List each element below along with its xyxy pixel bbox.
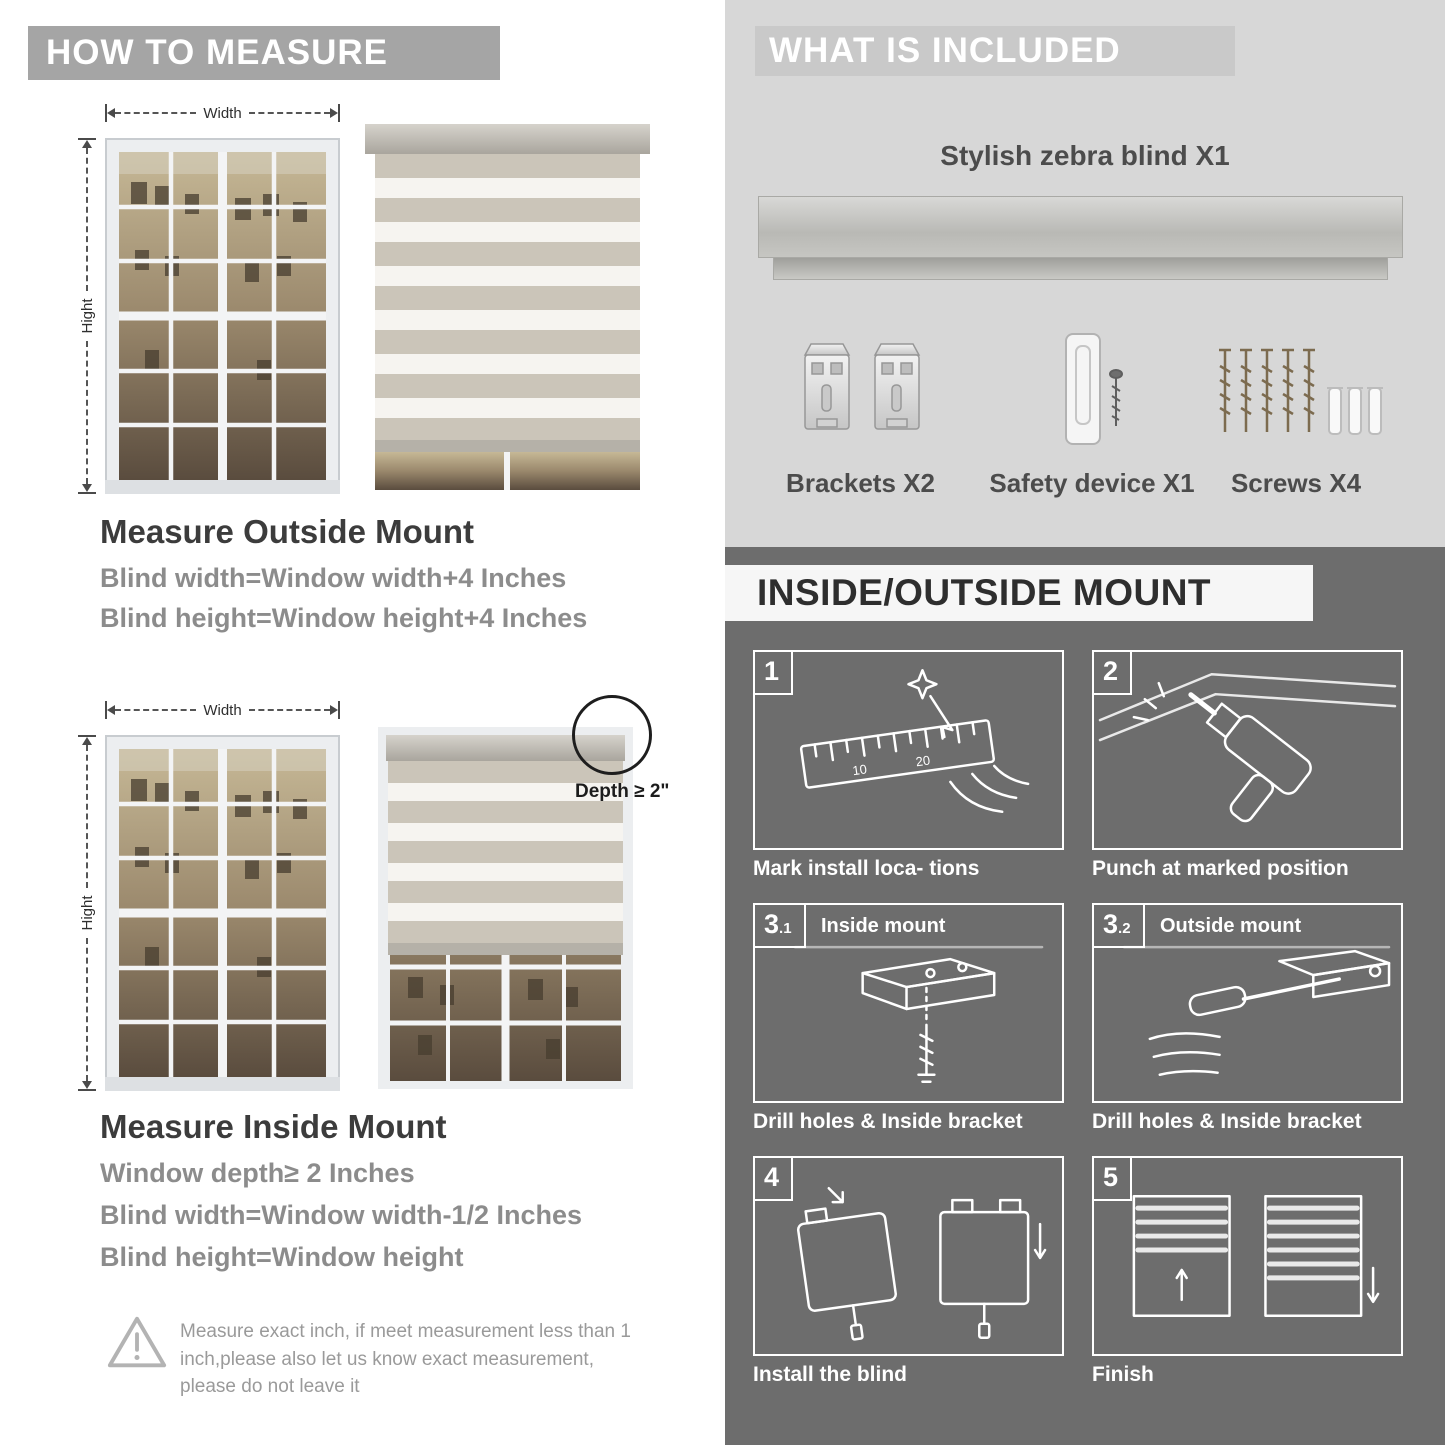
step-number: 3.2 — [1094, 905, 1145, 948]
steps-grid: 1 10 20 Mark install loc — [753, 650, 1403, 1387]
step-number: 1 — [755, 652, 794, 695]
step-1-panel: 1 10 20 — [753, 650, 1064, 850]
width-arrow: Width — [105, 104, 340, 122]
step-3-1-panel: 3.1 Inside mount — [753, 903, 1064, 1103]
arrow-right-icon — [82, 140, 92, 148]
step-2: 2 Punch at marked pos — [1092, 650, 1403, 881]
screws-icon — [1213, 340, 1385, 452]
step-number: 5 — [1094, 1158, 1133, 1201]
step-3-2-panel: 3.2 Outside mount — [1092, 903, 1403, 1103]
arrow-right-icon — [330, 108, 338, 118]
height-label: Hight — [78, 895, 96, 931]
step-3-1: 3.1 Inside mount — [753, 903, 1064, 1134]
inside-depth-line: Window depth≥ 2 Inches — [100, 1158, 415, 1188]
step-2-panel: 2 — [1092, 650, 1403, 850]
arrow-right-icon — [82, 737, 92, 745]
arrow-left-icon — [107, 108, 115, 118]
outside-formula-width: Blind width=Window width+4 Inches — [100, 563, 567, 593]
brackets-label: Brackets X2 — [786, 468, 935, 498]
install-blind-art — [796, 1186, 1047, 1341]
window-photo — [105, 735, 340, 1091]
inside-height-line: Blind height=Window height — [100, 1242, 464, 1272]
inside-width-line: Blind width=Window width-1/2 Inches — [100, 1200, 583, 1230]
step-3-2: 3.2 Outside mount Drill holes & Inside b… — [1092, 903, 1403, 1134]
safety-device-label: Safety device X1 — [989, 468, 1195, 498]
height-arrow: Hight — [78, 138, 96, 494]
outside-mount-title: Measure Outside Mount — [100, 513, 475, 550]
inside-mount-label: Inside mount — [821, 915, 946, 937]
what-is-included-banner: WHAT IS INCLUDED — [755, 26, 1235, 76]
step-caption: Finish — [1092, 1363, 1154, 1386]
step-caption: Drill holes & Inside bracket — [1092, 1110, 1362, 1133]
product-name: Stylish zebra blind X1 — [940, 140, 1230, 171]
outside-mount-label: Outside mount — [1160, 915, 1302, 937]
ruler-marking-art: 10 20 — [799, 669, 1030, 814]
svg-text:20: 20 — [915, 753, 931, 770]
step-number: 4 — [755, 1158, 794, 1201]
depth-label: Depth ≥ 2" — [575, 781, 670, 802]
window-diagram-outside: Width Hight — [75, 100, 340, 500]
warning-triangle-icon — [105, 1312, 169, 1372]
brackets-icon — [795, 338, 930, 440]
window-diagram-inside: Width Hight — [75, 697, 340, 1097]
inside-mount-title: Measure Inside Mount — [100, 1108, 447, 1145]
blind-image-outside — [365, 118, 650, 490]
outside-formula-height: Blind height=Window height+4 Inches — [100, 603, 588, 633]
height-label: Hight — [78, 298, 96, 334]
step-number: 2 — [1094, 652, 1133, 695]
width-label: Width — [203, 701, 242, 719]
finish-art — [1132, 1194, 1380, 1318]
depth-callout-circle — [572, 695, 652, 775]
headrail-image — [758, 196, 1403, 258]
screws-label: Screws X4 — [1230, 468, 1362, 498]
width-label: Width — [203, 104, 242, 122]
step-caption: Punch at marked position — [1092, 857, 1349, 880]
outside-bracket-art — [1122, 945, 1391, 1077]
safety-device-icon — [1058, 330, 1133, 452]
step-number: 3.1 — [755, 905, 806, 948]
arrow-right-icon — [330, 705, 338, 715]
step-1: 1 10 20 Mark install loc — [753, 650, 1064, 881]
inside-bracket-art — [793, 945, 1044, 1083]
step-caption: Mark install loca- tions — [753, 857, 980, 880]
how-to-measure-banner: HOW TO MEASURE — [28, 26, 500, 80]
width-arrow: Width — [105, 701, 340, 719]
arrow-left-icon — [82, 1081, 92, 1089]
step-4-panel: 4 — [753, 1156, 1064, 1356]
arrow-left-icon — [82, 484, 92, 492]
warning-text: Measure exact inch, if meet measurement … — [180, 1321, 631, 1398]
step-5: 5 — [1092, 1156, 1403, 1387]
window-photo — [105, 138, 340, 494]
step-4: 4 — [753, 1156, 1064, 1387]
step-caption: Drill holes & Inside bracket — [753, 1110, 1023, 1133]
mount-banner: INSIDE/OUTSIDE MOUNT — [725, 565, 1313, 621]
step-caption: Install the blind — [753, 1363, 908, 1386]
svg-text:10: 10 — [851, 761, 867, 778]
arrow-left-icon — [107, 705, 115, 715]
blind-image-inside — [378, 727, 633, 1089]
drill-art — [1098, 673, 1397, 823]
height-arrow: Hight — [78, 735, 96, 1091]
headrail-lip — [773, 258, 1388, 280]
step-5-panel: 5 — [1092, 1156, 1403, 1356]
